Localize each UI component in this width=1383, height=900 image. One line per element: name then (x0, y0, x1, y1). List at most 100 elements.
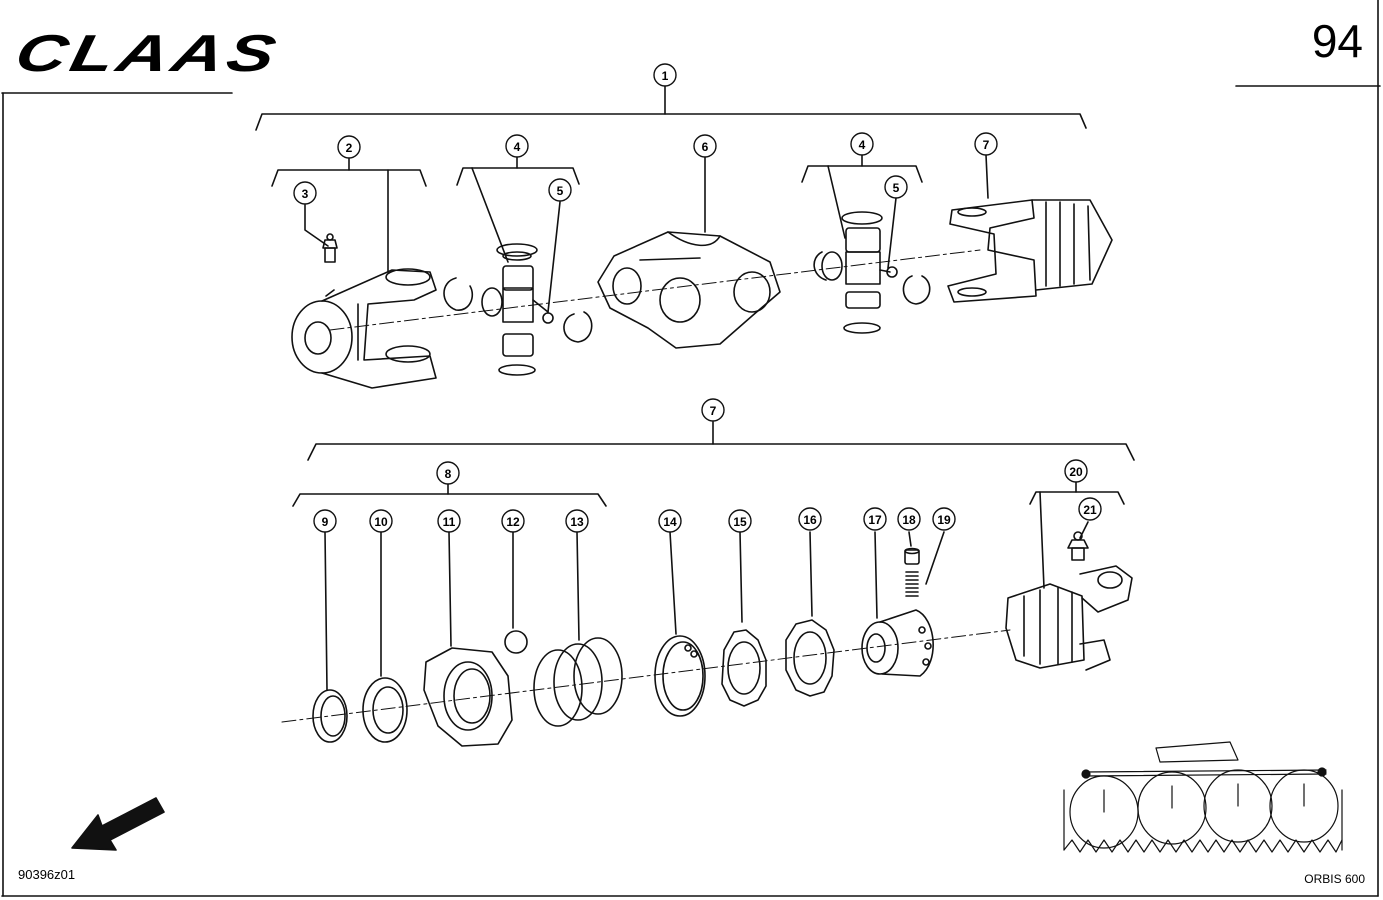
callout-label: 7 (710, 404, 717, 418)
callout-18: 18 (897, 507, 921, 531)
callout-label: 10 (374, 515, 388, 529)
callout-label: 8 (445, 467, 452, 481)
part-spring-13 (533, 637, 623, 727)
callout-bubble (1064, 459, 1088, 483)
callout-label: 13 (570, 515, 584, 529)
part-yoke (291, 268, 437, 389)
callout-17: 17 (863, 507, 887, 531)
callout-bubble (693, 134, 717, 158)
machine-model: ORBIS 600 (1304, 872, 1365, 886)
callout-20: 20 (1064, 459, 1088, 483)
callout-bubble (313, 509, 337, 533)
leader-11 (448, 531, 452, 647)
drawing-reference-code: 90396z01 (18, 867, 76, 882)
callout-4: 4 (850, 132, 874, 156)
bracket-2 (271, 169, 427, 187)
callout-label: 5 (557, 184, 564, 198)
callout-bubble (850, 132, 874, 156)
callout-3: 3 (293, 181, 317, 205)
callout-bubble (548, 178, 572, 202)
callout-bubble (437, 509, 461, 533)
callout-5: 5 (884, 175, 908, 199)
callout-bubble (897, 507, 921, 531)
direction-arrow-icon (71, 797, 165, 851)
callout-label: 5 (893, 181, 900, 195)
callout-11: 11 (437, 509, 461, 533)
callout-2: 2 (337, 135, 361, 159)
callout-label: 21 (1083, 503, 1097, 517)
callout-bubble (798, 507, 822, 531)
part-disc-16 (785, 619, 835, 697)
machine-thumbnail-icon (1063, 741, 1343, 853)
leader-19 (925, 531, 945, 585)
callout-5: 5 (548, 178, 572, 202)
callout-14: 14 (658, 509, 682, 533)
callout-label: 2 (346, 141, 353, 155)
callout-bubble (974, 132, 998, 156)
part-circlip-left-2 (563, 311, 593, 343)
callout-12: 12 (501, 509, 525, 533)
callout-bubble (863, 507, 887, 531)
part-circlip-left-1 (443, 277, 474, 311)
part-circlip-14 (654, 635, 706, 717)
callout-7: 7 (701, 398, 725, 422)
callout-label: 17 (868, 513, 882, 527)
axis-top (329, 249, 981, 331)
callout-7: 7 (974, 132, 998, 156)
callout-label: 7 (983, 138, 990, 152)
callout-bubble (653, 63, 677, 87)
leader-9 (324, 531, 328, 691)
leader-20-yoke (1039, 491, 1045, 589)
callout-label: 16 (803, 513, 817, 527)
part-grease-nipple-3 (322, 233, 338, 263)
callout-bubble (701, 398, 725, 422)
part-washer-10 (362, 677, 408, 743)
callout-bubble (293, 181, 317, 205)
callout-6: 6 (693, 134, 717, 158)
callout-label: 1 (662, 69, 669, 83)
callout-label: 18 (902, 513, 916, 527)
part-hub-17 (861, 609, 934, 677)
part-grease-nipple-21 (1067, 531, 1089, 561)
callout-bubble (369, 509, 393, 533)
callout-label: 6 (702, 140, 709, 154)
bracket-4-left (456, 167, 580, 186)
bracket-8 (292, 493, 607, 507)
bracket-20 (1029, 491, 1125, 505)
part-spider-cross-right (813, 211, 898, 334)
callout-label: 11 (443, 515, 456, 529)
page-number: 94 (1311, 15, 1363, 67)
callout-bubble (337, 135, 361, 159)
callout-8: 8 (436, 461, 460, 485)
callout-bubble (658, 509, 682, 533)
callout-label: 12 (506, 515, 520, 529)
callout-bubble (1078, 497, 1102, 521)
callout-bubble (501, 509, 525, 533)
part-flange-11 (423, 647, 513, 747)
callout-9: 9 (313, 509, 337, 533)
part-spider-cross-left (481, 243, 554, 376)
callout-15: 15 (728, 509, 752, 533)
callout-1: 1 (653, 63, 677, 87)
leader-7-top (985, 154, 989, 199)
callout-label: 9 (322, 515, 329, 529)
callout-10: 10 (369, 509, 393, 533)
bracket-1 (255, 113, 1087, 131)
leader-3 (304, 204, 329, 247)
callout-bubble (884, 175, 908, 199)
bracket-7 (307, 443, 1135, 461)
callout-4: 4 (505, 134, 529, 158)
leader-18 (908, 531, 912, 547)
part-pin-18 (904, 547, 920, 565)
leader-4-cross (471, 167, 509, 263)
callout-label: 3 (302, 187, 309, 201)
callout-19: 19 (932, 507, 956, 531)
callout-bubble (728, 509, 752, 533)
leader-14 (669, 531, 677, 635)
part-clutch-yoke-20 (1005, 565, 1133, 671)
callout-bubble (565, 509, 589, 533)
callout-label: 20 (1069, 465, 1083, 479)
